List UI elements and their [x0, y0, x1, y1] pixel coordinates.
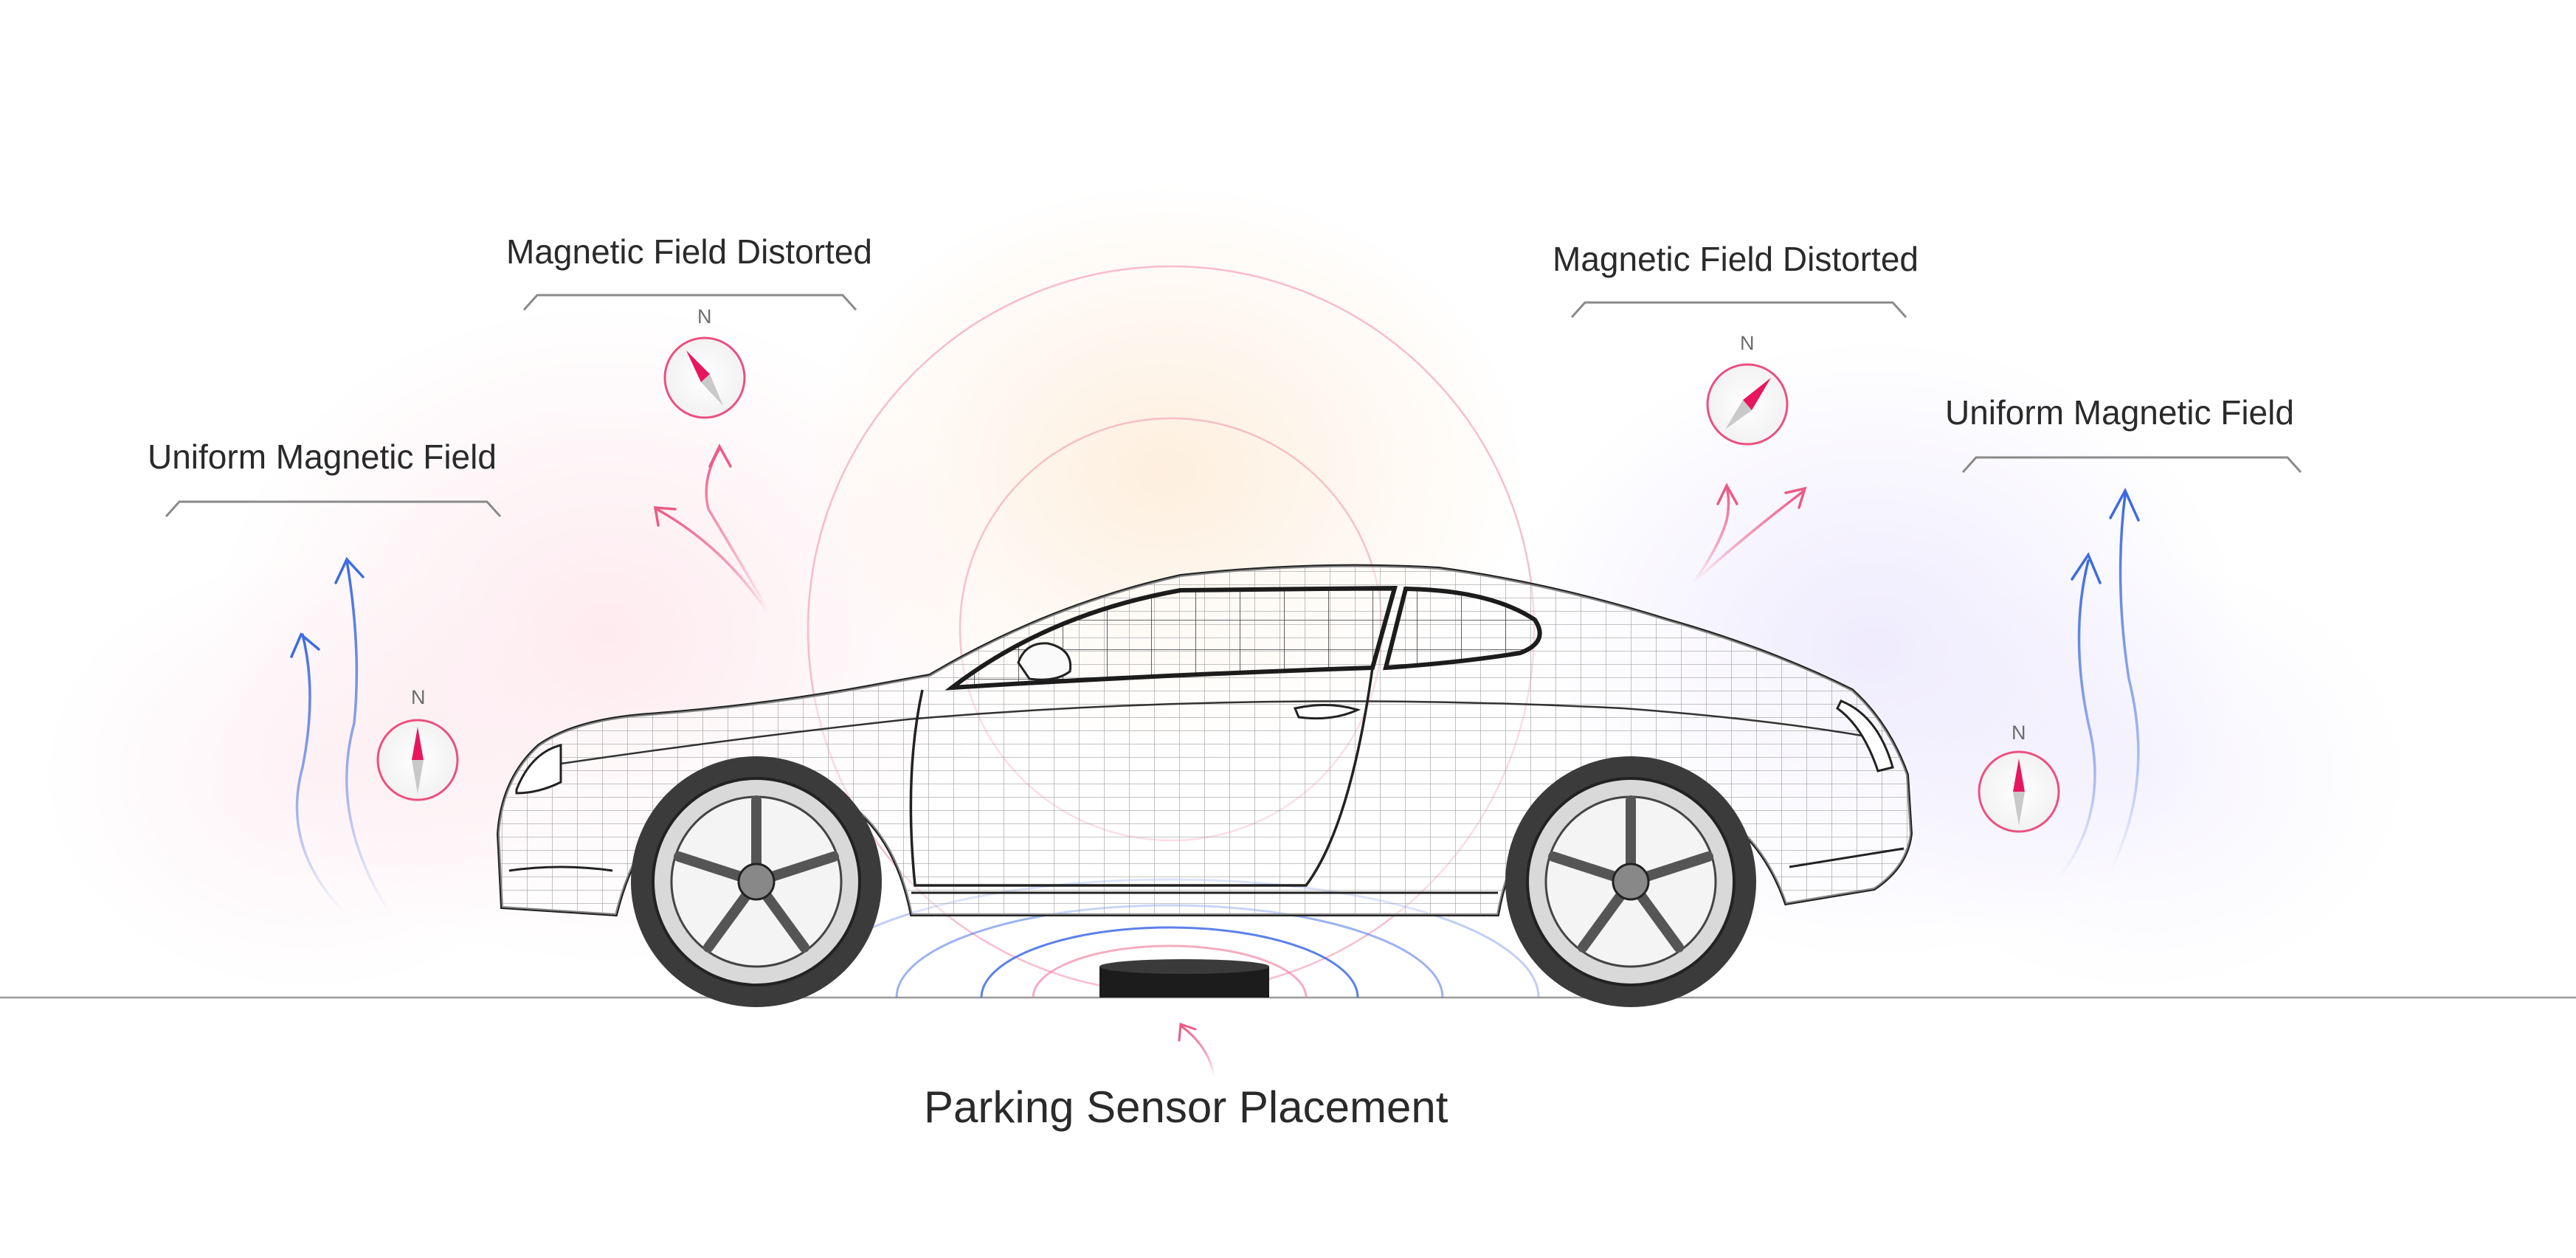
uniform-field-arrowheads-left	[290, 556, 365, 658]
label-uniform-field-left: Uniform Magnetic Field	[148, 438, 497, 476]
caption-pointer-arrow	[1178, 1022, 1215, 1079]
compass-north-label-2: N	[697, 305, 712, 328]
distorted-field-arrows-right	[1692, 485, 1806, 584]
compass-distorted-left	[663, 336, 746, 419]
compass-uniform-right	[1978, 750, 2060, 833]
label-distorted-field-left: Magnetic Field Distorted	[506, 232, 872, 271]
compass-north-label-1: N	[411, 686, 426, 708]
front-wheel	[631, 756, 882, 1007]
uniform-field-arrows-right	[2057, 493, 2140, 879]
distorted-field-arrowheads-right	[1716, 483, 1807, 509]
uniform-field-arrowheads-right	[2071, 488, 2140, 584]
caption-parking-sensor-placement: Parking Sensor Placement	[924, 1082, 1448, 1132]
compass-uniform-left	[376, 719, 459, 801]
label-brackets	[165, 294, 2302, 518]
distorted-field-arrowheads-left	[653, 443, 732, 527]
distorted-field-arrows-left	[655, 447, 769, 614]
compass-north-label-3: N	[1740, 332, 1755, 354]
uniform-field-arrows-left	[295, 559, 393, 916]
parking-sensor-icon	[1099, 959, 1269, 998]
compass-north-label-4: N	[2012, 722, 2026, 744]
label-distorted-field-right: Magnetic Field Distorted	[1553, 240, 1919, 278]
car-wireframe-icon	[496, 564, 1913, 1007]
label-uniform-field-right: Uniform Magnetic Field	[1945, 393, 2294, 432]
compass-distorted-right	[1706, 363, 1789, 446]
rear-wheel	[1505, 756, 1756, 1007]
